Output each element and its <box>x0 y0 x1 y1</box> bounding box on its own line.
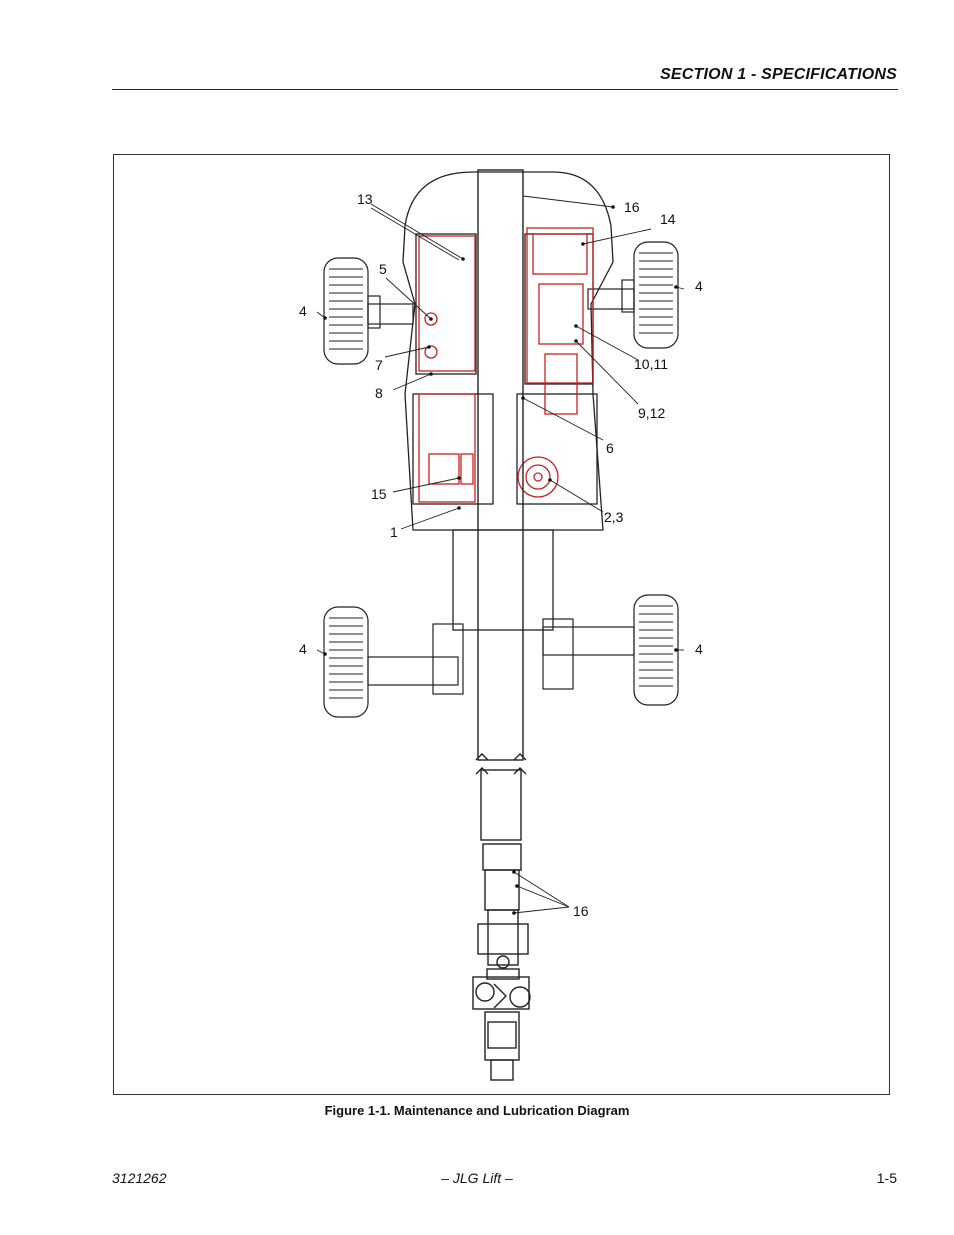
callout-15: 15 <box>371 486 387 502</box>
header-rule <box>112 89 898 90</box>
highlight-components <box>418 227 594 503</box>
boom <box>472 169 531 1081</box>
wheel-front-right <box>621 241 679 349</box>
figure-caption: Figure 1-1. Maintenance and Lubrication … <box>324 1103 630 1118</box>
callout-4-rear-right: 4 <box>695 641 703 657</box>
callout-13: 13 <box>357 191 373 207</box>
doc-number: 3121262 <box>112 1170 167 1186</box>
callout-2-3: 2,3 <box>604 509 624 525</box>
callout-6: 6 <box>606 440 614 456</box>
wheel-front-left <box>323 257 381 365</box>
callout-14: 14 <box>660 211 676 227</box>
page-number: 1-5 <box>876 1170 897 1186</box>
callout-5: 5 <box>379 261 387 277</box>
footer-brand: – JLG Lift – <box>441 1170 513 1186</box>
chassis-body <box>402 171 614 631</box>
callout-labels: 13 16 14 5 4 4 7 8 10,11 9,12 6 15 1 2,3… <box>299 191 703 919</box>
callout-16-top: 16 <box>624 199 640 215</box>
callout-4-front-left: 4 <box>299 303 307 319</box>
callout-9-12: 9,12 <box>638 405 665 421</box>
wheel-rear-right <box>633 594 679 706</box>
leader-dots <box>323 205 678 915</box>
callout-8: 8 <box>375 385 383 401</box>
callout-7: 7 <box>375 357 383 373</box>
callout-10-11: 10,11 <box>634 356 668 372</box>
axle-rear <box>367 618 635 695</box>
axle-front <box>367 288 635 325</box>
section-title: SECTION 1 - SPECIFICATIONS <box>660 66 897 83</box>
maintenance-lubrication-diagram: 13 16 14 5 4 4 7 8 10,11 9,12 6 15 1 2,3… <box>299 169 703 1081</box>
callout-4-front-right: 4 <box>695 278 703 294</box>
wheel-rear-left <box>323 606 369 718</box>
callout-4-rear-left: 4 <box>299 641 307 657</box>
callout-1: 1 <box>390 524 398 540</box>
callout-16-bottom: 16 <box>573 903 589 919</box>
figure-frame <box>113 154 890 1095</box>
